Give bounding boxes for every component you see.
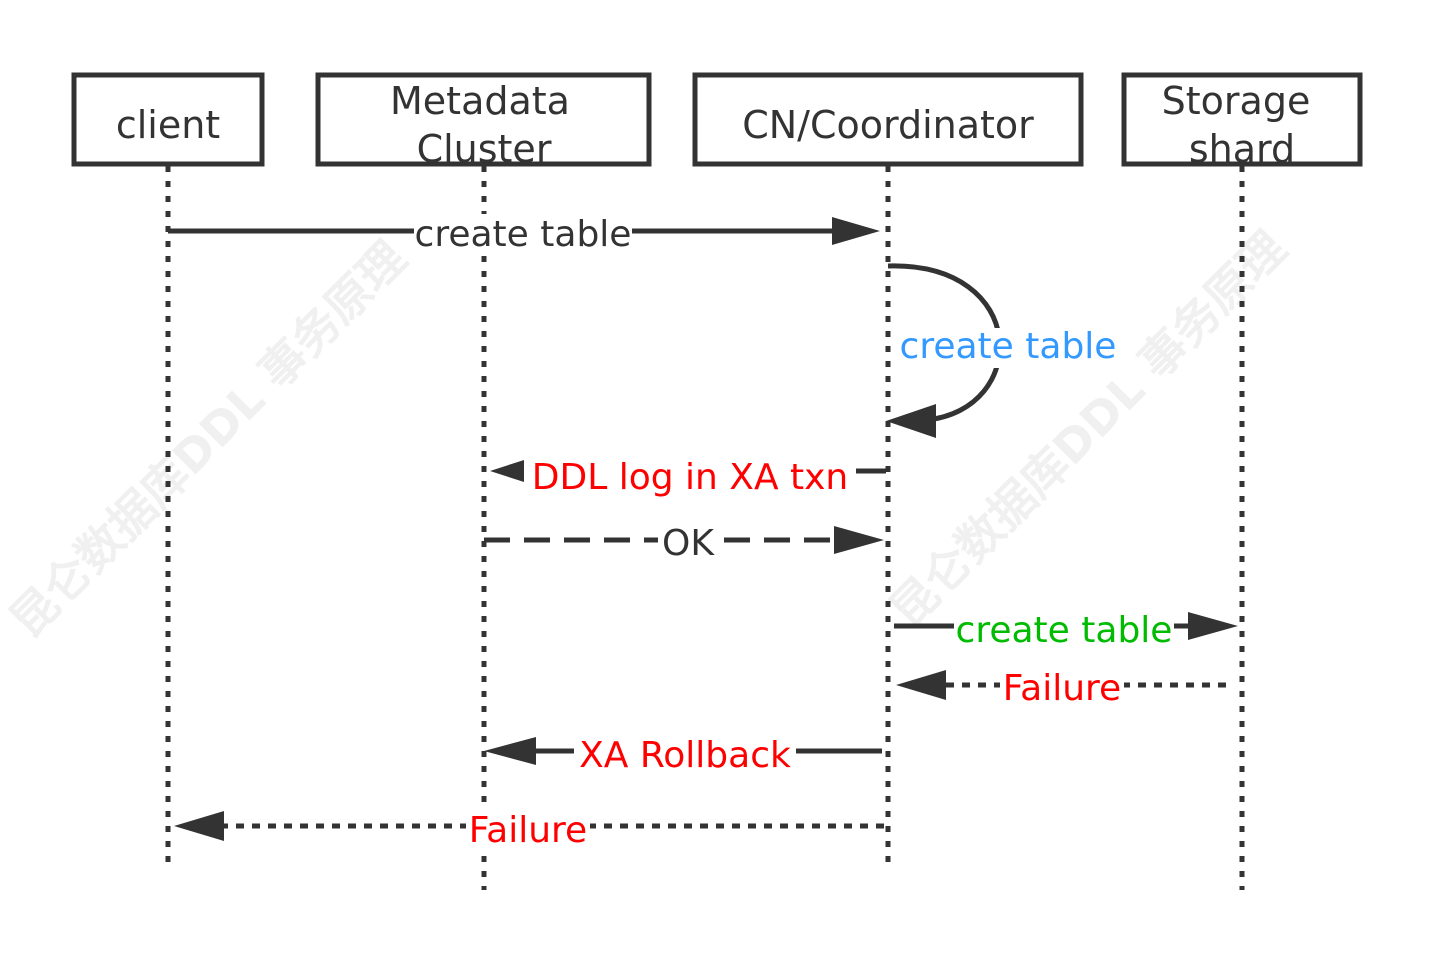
participant-storage-shard: Storage shard	[1121, 72, 1363, 171]
participant-metadata-line1: Metadata	[390, 79, 570, 123]
watermarks: 昆仑数据库DDL 事务原理 昆仑数据库DDL 事务原理	[0, 221, 1297, 648]
lifelines	[165, 166, 1245, 890]
message-label: create table	[956, 610, 1173, 651]
message-label: Failure	[1003, 668, 1121, 709]
message-label: create table	[415, 214, 632, 255]
message-ddl-log: DDL log in XA txn	[490, 456, 886, 500]
participant-storage-line1: Storage	[1162, 79, 1311, 123]
message-self-create-table: create table	[886, 263, 1118, 438]
participant-cn-label: CN/Coordinator	[742, 103, 1034, 147]
participant-client-label: client	[116, 103, 220, 147]
participant-metadata-line2: Cluster	[417, 127, 552, 171]
message-create-table-shard: create table	[894, 610, 1238, 652]
message-xa-rollback: XA Rollback	[484, 734, 882, 778]
message-label: OK	[662, 523, 715, 564]
message-client-failure: Failure	[174, 810, 884, 852]
message-shard-failure: Failure	[896, 668, 1226, 710]
participant-cn-coordinator: CN/Coordinator	[692, 72, 1084, 167]
message-ok: OK	[484, 522, 884, 564]
message-create-table-request: create table	[168, 214, 880, 255]
participant-storage-line2: shard	[1189, 127, 1295, 171]
participant-metadata-cluster: Metadata Cluster	[315, 72, 652, 171]
message-label: Failure	[469, 810, 587, 851]
message-label: XA Rollback	[579, 735, 791, 776]
participant-client: client	[71, 72, 265, 167]
watermark-left: 昆仑数据库DDL 事务原理	[0, 231, 417, 648]
message-label: create table	[900, 326, 1117, 367]
message-label: DDL log in XA txn	[532, 457, 849, 498]
watermark-right: 昆仑数据库DDL 事务原理	[880, 221, 1297, 638]
